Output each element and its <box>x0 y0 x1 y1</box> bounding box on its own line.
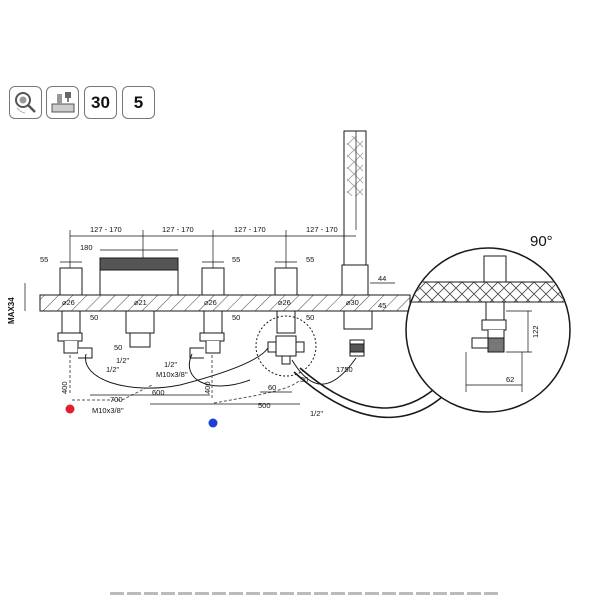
dim-half-a: 1/2'' <box>116 356 130 365</box>
flow-badge: 5 <box>122 86 155 119</box>
supply-lines <box>69 355 301 404</box>
dim-700: 700 <box>110 395 123 404</box>
footer-text-strip <box>110 592 500 595</box>
dim-50-b: 50 <box>114 343 122 352</box>
valve-hot <box>57 267 93 359</box>
dim-50-d: 50 <box>306 313 314 322</box>
detail-angle-label: 90° <box>530 233 553 250</box>
dim-half-d: 1/2'' <box>310 409 324 418</box>
shower-icon-badge <box>9 86 42 119</box>
install-icon <box>51 91 74 112</box>
dim-400-b: 400 <box>203 381 212 394</box>
dim-55-a: 55 <box>40 255 48 264</box>
shower-head-icon <box>14 91 36 113</box>
dim-45: 45 <box>378 301 386 310</box>
dimension-lines <box>24 131 395 312</box>
detail-view: 122 62 <box>405 247 571 413</box>
dim-55-c: 55 <box>306 255 314 264</box>
dim-dia26-c: ⌀26 <box>278 298 291 307</box>
flow-value: 5 <box>133 92 144 112</box>
dim-m10-b: M10x3/8'' <box>92 406 124 415</box>
dim-dia26-b: ⌀26 <box>204 298 217 307</box>
pressure-value: 30 <box>91 92 110 112</box>
dim-dia30: ⌀30 <box>346 298 359 307</box>
spout <box>99 257 179 348</box>
dim-max34: MAX34 <box>7 297 16 324</box>
dim-600: 600 <box>152 388 165 397</box>
hose-connector <box>343 310 373 357</box>
dim-55-b: 55 <box>232 255 240 264</box>
dim-m10-a: M10x3/8'' <box>156 370 188 379</box>
dim-60: 60 <box>268 383 276 392</box>
dim-180: 180 <box>80 243 93 252</box>
dim-62: 62 <box>506 375 514 384</box>
dim-spacing-3: 127 - 170 <box>234 225 266 234</box>
dim-dia26-a: ⌀26 <box>62 298 75 307</box>
dim-1750: 1750 <box>336 365 353 374</box>
dim-half-c: 1/2'' <box>164 360 178 369</box>
dim-spacing-4: 127 - 170 <box>306 225 338 234</box>
cold-water-dot <box>208 418 218 428</box>
install-icon-badge <box>46 86 79 119</box>
dim-400-a: 400 <box>60 381 69 394</box>
dim-122: 122 <box>531 325 540 338</box>
dim-500: 500 <box>258 401 271 410</box>
pressure-badge: 30 <box>84 86 117 119</box>
dim-30: 30 <box>300 375 308 384</box>
dim-half-b: 1/2'' <box>106 365 120 374</box>
diverter <box>255 267 317 377</box>
dim-50-a: 50 <box>90 313 98 322</box>
hand-shower <box>340 130 370 296</box>
dim-50-c: 50 <box>232 313 240 322</box>
dim-spacing-1: 127 - 170 <box>90 225 122 234</box>
dim-44: 44 <box>378 274 386 283</box>
hot-water-dot <box>65 404 75 414</box>
dim-dia21: ⌀21 <box>134 298 147 307</box>
valve-cold <box>189 267 225 359</box>
dim-spacing-2: 127 - 170 <box>162 225 194 234</box>
